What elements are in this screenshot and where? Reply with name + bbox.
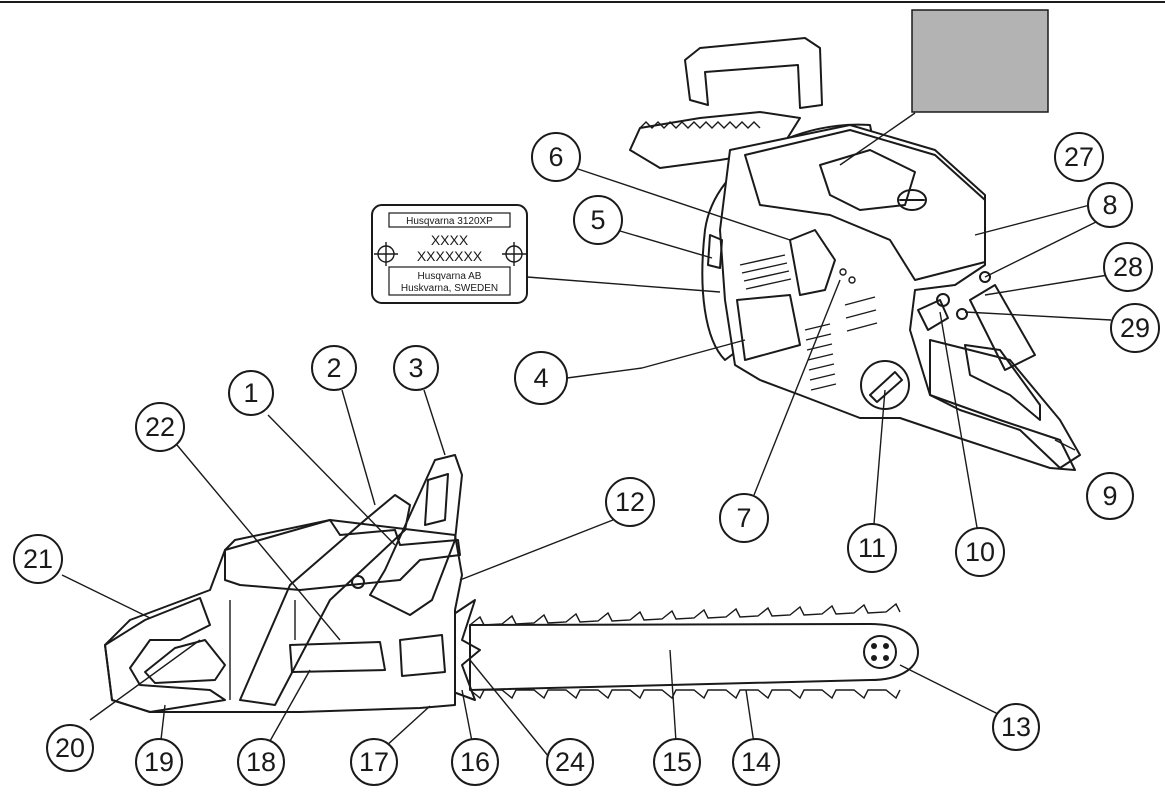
callout-label: 14 [741, 747, 771, 777]
rating-plate: Husqvarna 3120XP XXXX XXXXXXX Husqvarna … [371, 204, 528, 304]
callout-8: 8 [1087, 182, 1133, 228]
crosshair-icon [502, 242, 526, 266]
plate-code-short: XXXX [431, 232, 469, 248]
callout-28: 28 [1103, 242, 1153, 292]
callout-label: 19 [144, 747, 174, 777]
grey-swatch [911, 9, 1049, 113]
callout-label: 3 [408, 353, 423, 383]
callout-label: 15 [662, 747, 692, 777]
callout-label: 24 [555, 747, 585, 777]
guide-bar [469, 623, 919, 691]
chainsaw-side-view [104, 454, 919, 713]
callout-20: 20 [46, 724, 94, 772]
callout-label: 12 [615, 487, 645, 517]
plate-maker-name: Husqvarna AB [418, 271, 482, 282]
callout-label: 17 [359, 747, 389, 777]
callout-16: 16 [451, 738, 499, 786]
callout-21: 21 [13, 534, 63, 584]
callout-19: 19 [135, 738, 183, 786]
callout-4: 4 [514, 351, 568, 405]
callout-label: 20 [55, 733, 85, 763]
callout-22: 22 [135, 402, 185, 452]
callout-12: 12 [605, 477, 655, 527]
callout-label: 27 [1064, 142, 1094, 172]
callout-label: 22 [145, 412, 175, 442]
plate-code-long: XXXXXXX [417, 248, 483, 264]
callout-label: 28 [1113, 252, 1143, 282]
callout-label: 9 [1102, 481, 1117, 511]
callout-3: 3 [393, 345, 439, 391]
callout-11: 11 [847, 523, 897, 573]
callout-label: 16 [460, 747, 490, 777]
plate-model: Husqvarna 3120XP [406, 216, 493, 227]
callout-1: 1 [228, 370, 274, 416]
callout-label: 21 [23, 544, 53, 574]
callout-13: 13 [992, 703, 1040, 751]
callout-label: 11 [858, 533, 886, 563]
crosshair-icon [374, 242, 398, 266]
callout-label: 8 [1102, 190, 1117, 220]
callout-label: 10 [965, 537, 995, 567]
callout-label: 7 [736, 503, 751, 533]
plate-maker-city: Huskvarna, SWEDEN [401, 283, 498, 294]
callout-27: 27 [1054, 132, 1104, 182]
callout-label: 4 [533, 363, 548, 393]
callout-7: 7 [719, 493, 769, 543]
callout-18: 18 [237, 738, 285, 786]
callout-label: 6 [548, 142, 563, 172]
callout-6: 6 [531, 132, 581, 182]
callout-14: 14 [732, 738, 780, 786]
callout-label: 2 [326, 353, 341, 383]
callout-24: 24 [546, 738, 594, 786]
callout-2: 2 [311, 345, 357, 391]
callout-label: 13 [1001, 712, 1031, 742]
cooling-fins [739, 254, 878, 391]
callout-10: 10 [955, 527, 1005, 577]
callout-label: 18 [246, 747, 276, 777]
nose-sprocket-icon [863, 635, 897, 669]
callout-label: 29 [1120, 313, 1150, 343]
callout-15: 15 [653, 738, 701, 786]
callout-label: 5 [590, 205, 605, 235]
callout-17: 17 [350, 738, 398, 786]
callout-5: 5 [573, 195, 623, 245]
callout-9: 9 [1086, 472, 1134, 520]
callout-29: 29 [1110, 303, 1160, 353]
callout-label: 1 [243, 378, 258, 408]
